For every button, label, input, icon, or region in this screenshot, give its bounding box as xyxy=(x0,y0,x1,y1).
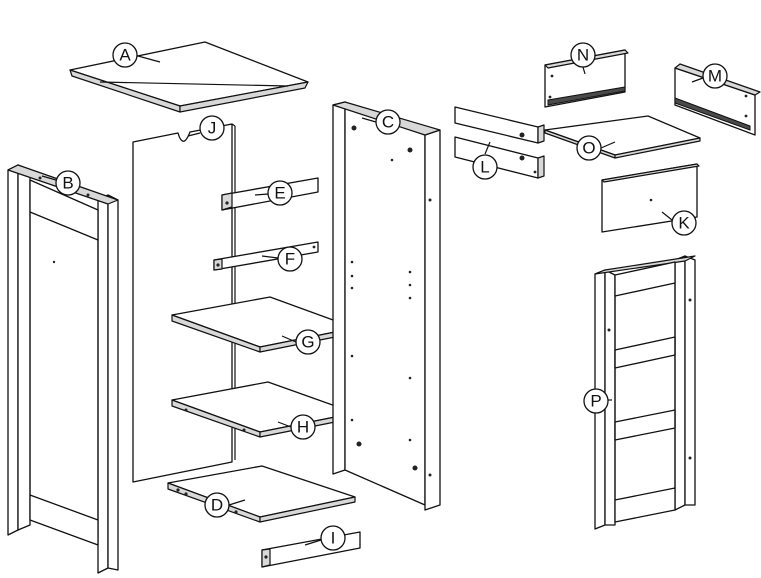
callout-e: E xyxy=(254,180,293,206)
callout-c-label: C xyxy=(382,113,394,132)
callout-n-label: N xyxy=(577,46,589,65)
callout-c: C xyxy=(361,109,401,135)
callout-d: D xyxy=(204,492,246,518)
callout-k: K xyxy=(661,210,697,236)
part-n-back-rail xyxy=(544,49,629,108)
callout-b: B xyxy=(41,170,81,196)
callout-a-label: A xyxy=(119,46,131,65)
callout-d-label: D xyxy=(211,496,223,515)
callout-e-label: E xyxy=(274,184,285,203)
part-d-bottom-panel xyxy=(167,465,356,523)
part-l-rails xyxy=(454,106,545,179)
part-c-right-side-panel xyxy=(332,101,441,511)
callout-k-label: K xyxy=(678,214,690,233)
part-b-left-frame xyxy=(7,164,119,574)
callout-h: H xyxy=(277,414,316,440)
callout-p: P xyxy=(583,388,612,414)
callout-i: I xyxy=(304,525,346,551)
callout-g-label: G xyxy=(301,333,314,352)
callout-g: G xyxy=(281,329,321,355)
part-p-door xyxy=(594,255,696,530)
callout-m-label: M xyxy=(708,67,722,86)
callout-m: M xyxy=(691,63,728,89)
callout-h-label: H xyxy=(297,418,309,437)
callout-i-label: I xyxy=(331,529,336,548)
callout-o-label: O xyxy=(582,139,595,158)
callout-b-label: B xyxy=(62,174,73,193)
part-k-drawer-front xyxy=(601,163,700,233)
callout-l: L xyxy=(472,141,498,180)
callout-n: N xyxy=(570,42,596,75)
part-a-top-panel xyxy=(69,41,309,113)
callout-l-label: L xyxy=(480,158,489,177)
part-o-thin-panel xyxy=(544,115,701,159)
callout-o: O xyxy=(576,135,616,161)
callout-j-label: J xyxy=(208,119,217,138)
callout-a: A xyxy=(112,42,161,68)
callout-f-label: F xyxy=(285,250,295,269)
callout-f: F xyxy=(261,246,303,272)
callout-p-label: P xyxy=(590,392,601,411)
part-j-back-panel xyxy=(132,123,236,483)
callout-j: J xyxy=(187,115,225,141)
